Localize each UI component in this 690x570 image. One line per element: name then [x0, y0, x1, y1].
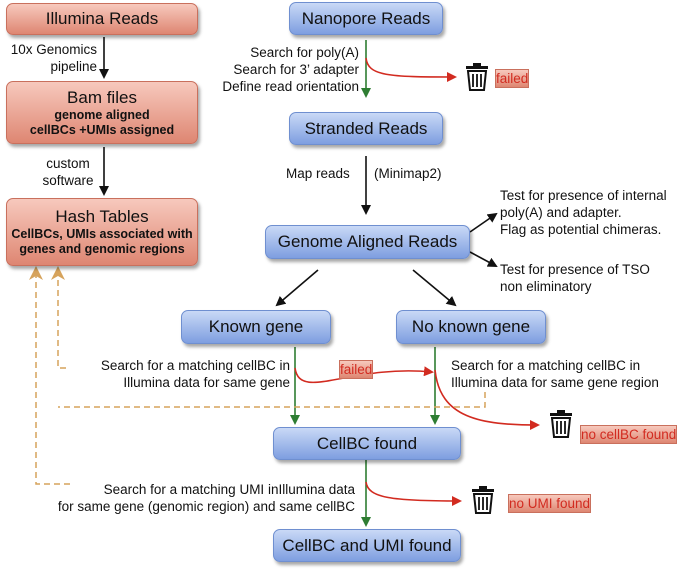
internal-line1: Test for presence of internal [500, 188, 667, 203]
cellbc-found-label: CellBC found [316, 433, 418, 453]
trash-icon [550, 410, 572, 438]
read-orientation-steps: Search for poly(A) Search for 3’ adapter… [222, 44, 359, 95]
umi-line2: for same gene (genomic region) and same … [57, 499, 355, 514]
nanopore-reads-label: Nanopore Reads [301, 8, 431, 28]
stranded-reads-box: Stranded Reads [289, 112, 443, 145]
custom-line2: software [42, 173, 94, 188]
hash-tables-sub2: genes and genomic regions [19, 242, 185, 256]
known-gene-label: Known gene [208, 317, 304, 336]
known-gene-box: Known gene [181, 310, 331, 344]
feedback-umi-search [29, 266, 70, 485]
failed-mid-label: failed [339, 360, 374, 379]
orientation-step: Define read orientation [222, 79, 359, 94]
illumina-reads-label: Illumina Reads [45, 9, 159, 28]
search-known-line1: Search for a matching cellBC in [100, 358, 290, 373]
umi-line1: Search for a matching UMI inIllumina dat… [103, 482, 355, 497]
adapter-step: Search for 3’ adapter [233, 62, 359, 77]
internal-line2: poly(A) and adapter. [500, 205, 622, 220]
hash-tables-sub1: CellBCs, UMIs associated with [11, 227, 193, 241]
no-umi-label: no UMI found [508, 494, 592, 513]
tso-line1: Test for presence of TSO [500, 262, 650, 277]
search-known-line2: Illumina data for same gene [123, 375, 290, 390]
arrow-to-internal-test [469, 212, 498, 233]
no-known-gene-label: No known gene [411, 317, 531, 336]
search-region-label: Search for a matching cellBC in Illumina… [451, 357, 659, 391]
failed-top-label: failed [495, 69, 530, 88]
arrow-failed-top [365, 57, 457, 82]
arrow-to-known-gene [275, 269, 319, 307]
stranded-reads-label: Stranded Reads [304, 118, 428, 138]
arrow-to-tso-test [469, 251, 498, 267]
tenx-label: 10x Genomics pipeline [11, 41, 97, 75]
bam-files-box: Bam files genome aligned cellBCs +UMIs a… [6, 81, 198, 144]
arrow-no-cellbc [434, 369, 540, 430]
hash-tables-title: Hash Tables [55, 207, 149, 226]
bam-files-sub1: genome aligned [54, 107, 150, 122]
no-known-gene-box: No known gene [396, 310, 546, 344]
bam-files-title: Bam files [67, 87, 137, 107]
arrow-failed-mid [294, 366, 434, 384]
cellbc-umi-found-label: CellBC and UMI found [282, 535, 452, 555]
internal-test-label: Test for presence of internal poly(A) an… [500, 187, 667, 238]
tenx-line2: pipeline [50, 59, 97, 74]
tenx-line1: 10x Genomics [10, 42, 97, 57]
genome-aligned-reads-box: Genome Aligned Reads [265, 225, 470, 259]
search-region-line1: Search for a matching cellBC in [451, 358, 641, 373]
cellbc-found-box: CellBC found [273, 427, 461, 460]
arrow-no-umi [365, 481, 462, 506]
illumina-reads-box: Illumina Reads [6, 3, 198, 35]
search-known-label: Search for a matching cellBC in Illumina… [101, 357, 290, 391]
hash-tables-box: Hash Tables CellBCs, UMIs associated wit… [6, 198, 198, 266]
feedback-region-search [58, 392, 486, 408]
map-reads-label: Map reads [286, 166, 350, 181]
polya-step: Search for poly(A) [250, 45, 359, 60]
nanopore-reads-box: Nanopore Reads [289, 2, 443, 35]
minimap-label: (Minimap2) [374, 166, 442, 181]
feedback-known-search [51, 266, 66, 369]
tso-line2: non eliminatory [500, 279, 592, 294]
umi-search-label: Search for a matching UMI inIllumina dat… [58, 481, 355, 515]
tso-test-label: Test for presence of TSO non eliminatory [500, 261, 650, 295]
trash-icon [466, 63, 488, 91]
custom-line1: custom [46, 156, 90, 171]
search-region-line2: Illumina data for same gene region [451, 375, 659, 390]
trash-icon [472, 486, 494, 514]
cellbc-umi-found-box: CellBC and UMI found [273, 529, 461, 562]
internal-line3: Flag as potential chimeras. [500, 222, 662, 237]
arrow-to-no-known-gene [412, 269, 457, 307]
bam-files-sub2: cellBCs +UMIs assigned [29, 122, 175, 137]
custom-software-label: custom software [38, 155, 98, 189]
genome-aligned-reads-label: Genome Aligned Reads [277, 232, 458, 251]
no-cellbc-label: no cellBC found [580, 425, 678, 444]
